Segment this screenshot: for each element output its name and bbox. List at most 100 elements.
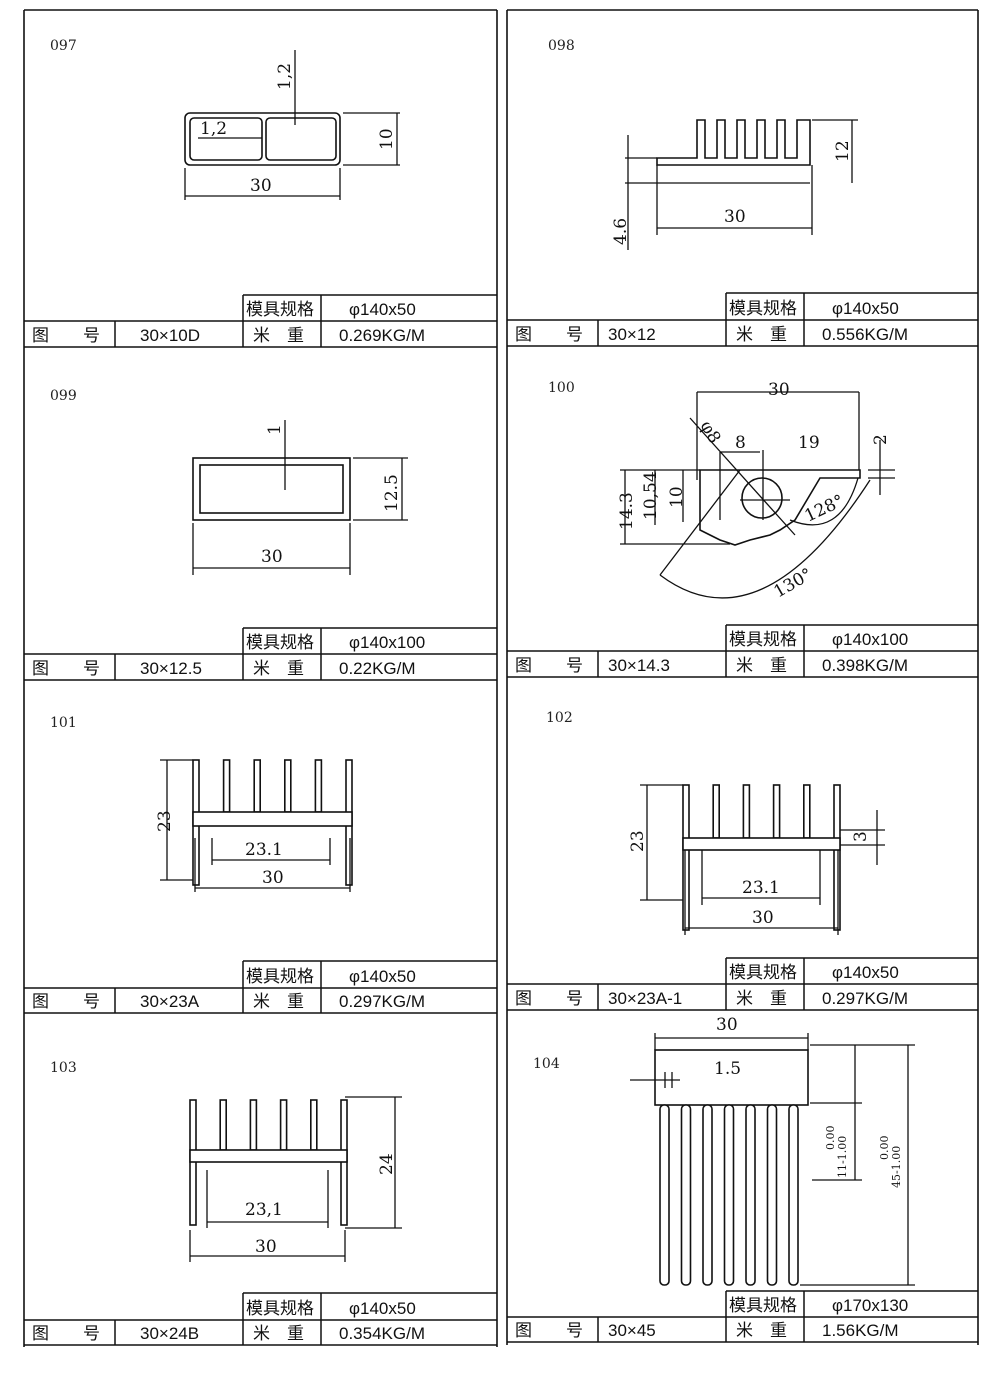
drawing-101: 23 23.1 30 [155, 759, 353, 892]
fin [314, 759, 323, 813]
base-plate [192, 811, 353, 827]
drawing-104: 30 1.5 11-1.00 0.00 45-1.00 0.00 [630, 1015, 915, 1286]
dim-text: 1 [265, 424, 285, 435]
mold-spec-value: φ140x100 [349, 633, 425, 652]
drawing-no-value: 30×14.3 [608, 656, 670, 675]
spec-tables: 模具规格 φ140x50 图 号 30×10D 米 重 0.269KG/M 097 模具规格 φ… [24, 38, 978, 1346]
mold-spec-value: φ140x50 [349, 300, 416, 319]
fin [219, 1099, 227, 1151]
dim-text: 1.5 [714, 1059, 741, 1079]
mold-spec-label: 模具规格 [729, 1296, 797, 1315]
mold-spec-label: 模具规格 [729, 963, 797, 982]
drawing-no-label: 图 号 [515, 1321, 583, 1340]
mold-spec-value: φ140x50 [349, 967, 416, 986]
mold-spec-label: 模具规格 [246, 967, 314, 986]
dim-text: 4.6 [611, 218, 631, 245]
dim-text: 30 [752, 908, 774, 928]
mold-spec-value: φ140x50 [832, 299, 899, 318]
dim-text: 2 [871, 434, 891, 445]
weight-value: 0.398KG/M [822, 656, 908, 675]
fin [742, 784, 751, 839]
fin [772, 784, 781, 839]
drawing-098: 12 4.6 30 [611, 119, 858, 250]
item-number: 099 [50, 388, 77, 404]
mold-spec-value: φ140x50 [832, 963, 899, 982]
base-plate [189, 1149, 348, 1163]
item-number: 101 [50, 715, 77, 731]
mold-spec-label: 模具规格 [729, 630, 797, 649]
dim-text: 30 [250, 176, 272, 196]
fin [222, 759, 231, 813]
drawing-no-value: 30×45 [608, 1321, 656, 1340]
dim-text: 30 [716, 1015, 738, 1035]
drawing-no-label: 图 号 [32, 659, 100, 678]
dim-text: 23 [628, 830, 648, 852]
mold-spec-label: 模具规格 [246, 300, 314, 319]
drawing-103: 24 23,1 30 [189, 1096, 402, 1262]
dim-text: 23.1 [245, 840, 283, 860]
weight-label: 米 重 [253, 992, 304, 1011]
weight-value: 0.556KG/M [822, 325, 908, 344]
base-plate [682, 837, 841, 851]
dim-text: 10 [667, 486, 687, 508]
tolerance-text: 0.00 [878, 1136, 891, 1161]
weight-value: 0.269KG/M [339, 326, 425, 345]
dim-text: 14.3 [617, 492, 637, 530]
weight-value: 0.354KG/M [339, 1324, 425, 1343]
dim-text: 3 [851, 831, 871, 842]
dim-text: 30 [724, 207, 746, 227]
dim-text: 1,2 [275, 63, 295, 90]
weight-value: 0.297KG/M [822, 989, 908, 1008]
dim-text: 30 [261, 547, 283, 567]
weight-label: 米 重 [736, 1321, 787, 1340]
dim-text: 12 [833, 140, 853, 162]
mold-spec-label: 模具规格 [246, 1299, 314, 1318]
fin [745, 1104, 756, 1286]
mold-spec-value: φ140x50 [349, 1299, 416, 1318]
drawing-100: 30 φ8 8 19 2 14.3 10,54 10 128° 130° [617, 380, 895, 602]
fin [723, 1104, 735, 1286]
weight-label: 米 重 [253, 326, 304, 345]
fin [283, 759, 292, 813]
dim-text: 8 [735, 433, 746, 453]
fin [712, 784, 721, 839]
dim-text: 1,2 [200, 119, 227, 139]
weight-value: 0.22KG/M [339, 659, 416, 678]
item-number: 102 [546, 710, 573, 726]
weight-value: 1.56KG/M [822, 1321, 899, 1340]
spec-table-097: 模具规格 φ140x50 图 号 30×10D 米 重 0.269KG/M 097 [24, 38, 497, 348]
item-number: 097 [50, 38, 77, 54]
item-number: 103 [50, 1060, 77, 1076]
dim-text: 30 [262, 868, 284, 888]
fin [802, 784, 811, 839]
dim-text: φ8 [696, 418, 725, 448]
dim-text: 23 [155, 810, 175, 832]
dim-text: 30 [768, 380, 790, 400]
dim-text: 23.1 [742, 878, 780, 898]
dim-text: 12.5 [382, 474, 402, 512]
dim-text: 23,1 [245, 1200, 283, 1220]
fin [702, 1104, 713, 1286]
weight-label: 米 重 [253, 1324, 304, 1343]
weight-label: 米 重 [736, 656, 787, 675]
drawing-no-value: 30×23A [140, 992, 200, 1011]
mold-spec-label: 模具规格 [729, 299, 797, 318]
tolerance-text: 0.00 [824, 1126, 837, 1151]
fin [253, 759, 261, 813]
dim-text: 10 [377, 128, 397, 150]
item-number: 098 [548, 38, 575, 54]
fin [833, 784, 841, 931]
fin [680, 1104, 692, 1286]
mold-spec-label: 模具规格 [246, 633, 314, 652]
fin [249, 1099, 258, 1151]
mold-spec-value: φ170x130 [832, 1296, 908, 1315]
drawing-no-label: 图 号 [32, 326, 100, 345]
fin [659, 1104, 670, 1286]
fin [309, 1099, 318, 1151]
drawing-no-value: 30×10D [140, 326, 200, 345]
